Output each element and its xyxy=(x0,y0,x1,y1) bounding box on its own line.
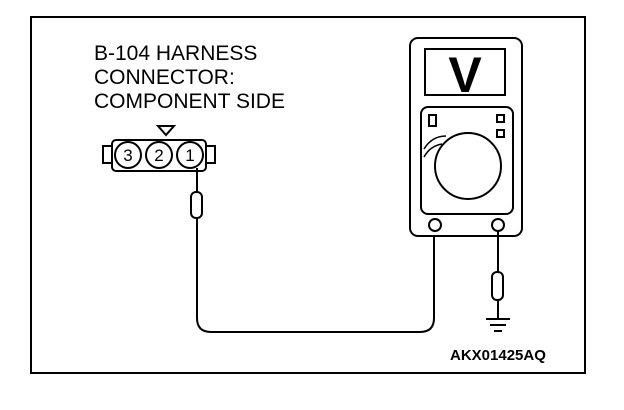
pin-1 xyxy=(176,141,204,169)
mode-indicator-icon xyxy=(428,114,437,127)
pin-2 xyxy=(145,141,173,169)
connector-lock-icon xyxy=(155,125,177,137)
multimeter-display xyxy=(424,48,506,96)
connector-label-line-2: CONNECTOR: xyxy=(94,66,235,89)
harness-connector xyxy=(102,125,216,172)
rotary-dial-icon xyxy=(434,132,502,200)
connector-label-line-3: COMPONENT SIDE xyxy=(94,90,285,113)
diagram-frame xyxy=(30,16,586,374)
function-button-icon xyxy=(496,114,505,123)
range-button-icon xyxy=(496,129,505,138)
ground-symbol-icon xyxy=(486,318,510,332)
pin-2-label: 2 xyxy=(154,146,163,165)
figure-id: AKX01425AQ xyxy=(450,347,546,364)
v-jack-icon xyxy=(491,218,505,232)
com-jack-icon xyxy=(428,218,442,232)
probe-tip-icon xyxy=(190,191,203,219)
multimeter xyxy=(409,37,523,237)
connector-label-line-1: B-104 HARNESS xyxy=(94,42,258,65)
pin-3 xyxy=(114,141,142,169)
pin-1-label: 1 xyxy=(185,146,194,165)
probe-lead xyxy=(190,168,435,333)
pin-3-label: 3 xyxy=(123,146,132,165)
meter-display-symbol: V xyxy=(448,47,482,103)
ground-lead xyxy=(486,231,510,332)
ground-probe-icon xyxy=(491,271,504,301)
